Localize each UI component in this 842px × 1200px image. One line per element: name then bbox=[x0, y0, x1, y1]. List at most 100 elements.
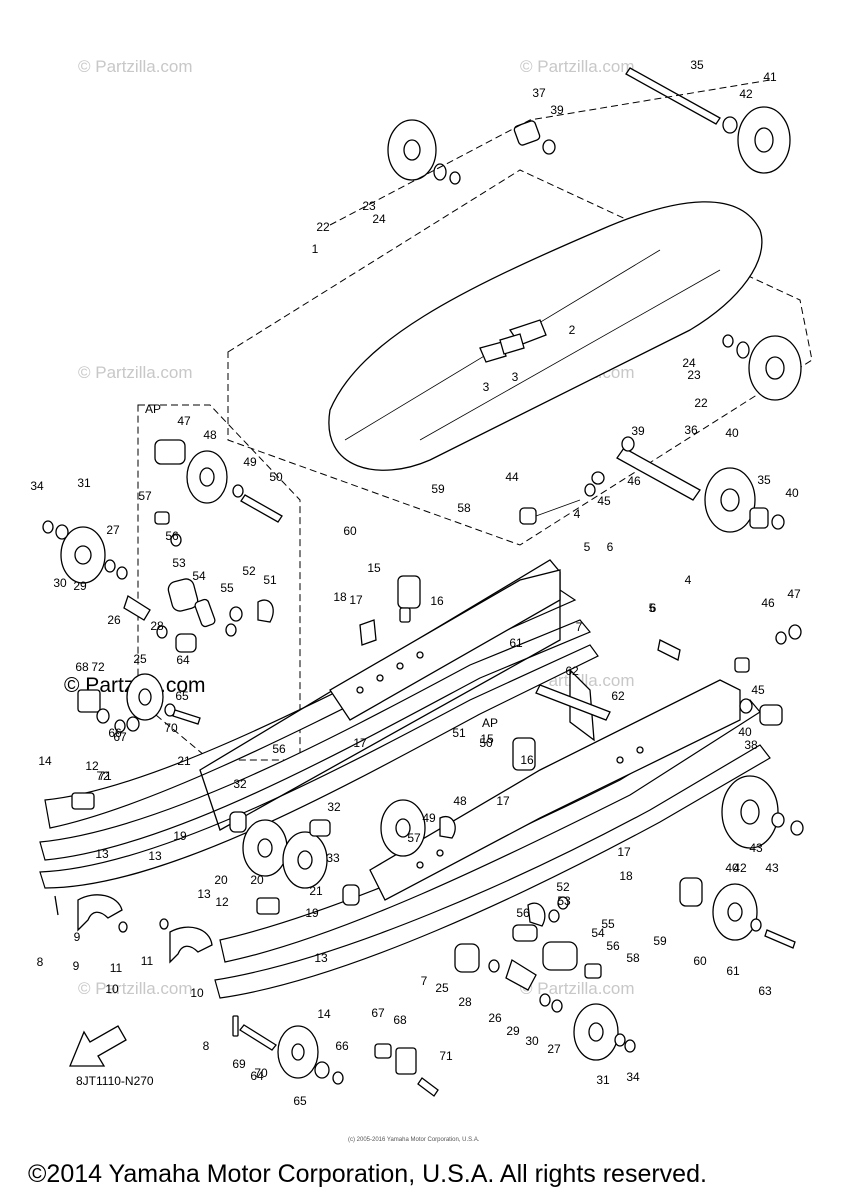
part-callout: 56 bbox=[606, 939, 620, 953]
part-callout: 7 bbox=[576, 620, 583, 634]
upper-idler-group bbox=[329, 67, 802, 401]
part-callout: 40 bbox=[785, 486, 799, 500]
part-callout: 29 bbox=[506, 1024, 520, 1038]
part-callout: 17 bbox=[353, 736, 367, 750]
part-callout: 62 bbox=[611, 689, 625, 703]
part-callout: 9 bbox=[74, 930, 81, 944]
part-callout: 19 bbox=[173, 829, 187, 843]
part-callout: 68 bbox=[75, 660, 89, 674]
part-callout: 56 bbox=[165, 529, 179, 543]
part-callout: 9 bbox=[73, 959, 80, 973]
part-callout: 7 bbox=[421, 974, 428, 988]
part-callout: 15 bbox=[367, 561, 381, 575]
part-callout: 27 bbox=[547, 1042, 561, 1056]
part-callout: 28 bbox=[458, 995, 472, 1009]
part-callout: 39 bbox=[550, 103, 564, 117]
front-lower-parts bbox=[54, 894, 439, 1097]
part-callout: 39 bbox=[631, 424, 645, 438]
part-callout: 46 bbox=[761, 596, 775, 610]
part-callout: 52 bbox=[556, 880, 570, 894]
part-callout: 20 bbox=[214, 873, 228, 887]
part-callout: 13 bbox=[314, 951, 328, 965]
part-callout: 1 bbox=[312, 242, 319, 256]
part-callout: 45 bbox=[751, 683, 765, 697]
part-callout: 32 bbox=[327, 800, 341, 814]
watermark: © Partzilla.com bbox=[78, 363, 193, 382]
part-callout: 51 bbox=[452, 726, 466, 740]
part-callout: 64 bbox=[176, 653, 190, 667]
part-callout: 26 bbox=[107, 613, 121, 627]
part-callout: 40 bbox=[725, 426, 739, 440]
diagram-code: 8JT1110-N270 bbox=[76, 1074, 154, 1088]
part-callout: 13 bbox=[95, 847, 109, 861]
part-callout: 50 bbox=[269, 470, 283, 484]
part-callout: 24 bbox=[372, 212, 386, 226]
part-callout: 23 bbox=[362, 199, 376, 213]
part-callout: 54 bbox=[192, 569, 206, 583]
part-callout: 17 bbox=[496, 794, 510, 808]
part-callout: 32 bbox=[233, 777, 247, 791]
part-callout: 17 bbox=[349, 593, 363, 607]
watermark: © Partzilla.com bbox=[520, 979, 635, 998]
part-callout: 22 bbox=[316, 220, 330, 234]
part-callout: 43 bbox=[749, 841, 763, 855]
part-callout: 34 bbox=[626, 1070, 640, 1084]
part-callout: 37 bbox=[532, 86, 546, 100]
part-callout: 33 bbox=[326, 851, 340, 865]
part-callout: 10 bbox=[105, 982, 119, 996]
part-callout: 68 bbox=[393, 1013, 407, 1027]
part-callout: 70 bbox=[254, 1066, 268, 1080]
part-callout: 46 bbox=[627, 474, 641, 488]
part-callout: 52 bbox=[242, 564, 256, 578]
part-callout: 10 bbox=[190, 986, 204, 1000]
right-lower-parts bbox=[454, 624, 804, 1061]
part-callout: 61 bbox=[726, 964, 740, 978]
part-callout: 11 bbox=[141, 954, 154, 968]
part-callout: 8 bbox=[37, 955, 44, 969]
part-callout: 58 bbox=[457, 501, 471, 515]
part-callout: 3 bbox=[512, 370, 519, 384]
part-callout: 62 bbox=[565, 664, 579, 678]
part-callout: 19 bbox=[305, 906, 319, 920]
part-callout: 15 bbox=[480, 732, 494, 746]
watermark: © Partzilla.com bbox=[78, 57, 193, 76]
part-callout: 18 bbox=[333, 590, 347, 604]
part-callout: 65 bbox=[175, 689, 189, 703]
part-callout: 48 bbox=[453, 794, 467, 808]
part-callout: 42 bbox=[739, 87, 753, 101]
part-callout: 17 bbox=[617, 845, 631, 859]
part-callout: 48 bbox=[203, 428, 217, 442]
part-callout: 51 bbox=[263, 573, 277, 587]
part-callout: 30 bbox=[525, 1034, 539, 1048]
part-callout: 60 bbox=[693, 954, 707, 968]
part-callout: 18 bbox=[619, 869, 633, 883]
part-callout: 29 bbox=[73, 579, 87, 593]
part-callout: 21 bbox=[309, 884, 323, 898]
part-callout: 71 bbox=[98, 769, 112, 783]
rear-axle-group bbox=[519, 436, 785, 533]
part-callout: 16 bbox=[430, 594, 444, 608]
part-callout: 12 bbox=[85, 759, 99, 773]
part-callout: 64 bbox=[250, 1069, 264, 1083]
left-slide-rail bbox=[39, 559, 599, 889]
part-callout: 56 bbox=[516, 906, 530, 920]
part-callout: 72 bbox=[91, 660, 105, 674]
part-callout: 72 bbox=[96, 769, 110, 783]
part-callout: 41 bbox=[763, 70, 777, 84]
part-callout: 57 bbox=[138, 489, 152, 503]
ap-label: AP bbox=[145, 402, 161, 416]
part-callout: 20 bbox=[250, 873, 264, 887]
part-callout: 2 bbox=[569, 323, 576, 337]
part-callout: 56 bbox=[272, 742, 286, 756]
part-callout: 12 bbox=[215, 895, 229, 909]
part-callout: 35 bbox=[690, 58, 704, 72]
part-callout: 5 bbox=[649, 601, 656, 615]
fine-print: (c) 2005-2016 Yamaha Motor Corporation, … bbox=[348, 1137, 480, 1143]
part-callout: 58 bbox=[626, 951, 640, 965]
watermark: © Partzilla.com bbox=[78, 979, 193, 998]
part-callout: 70 bbox=[164, 721, 178, 735]
ap-labels: AP AP bbox=[145, 402, 498, 730]
copyright-notice: ©2014 Yamaha Motor Corporation, U.S.A. A… bbox=[28, 1160, 707, 1188]
